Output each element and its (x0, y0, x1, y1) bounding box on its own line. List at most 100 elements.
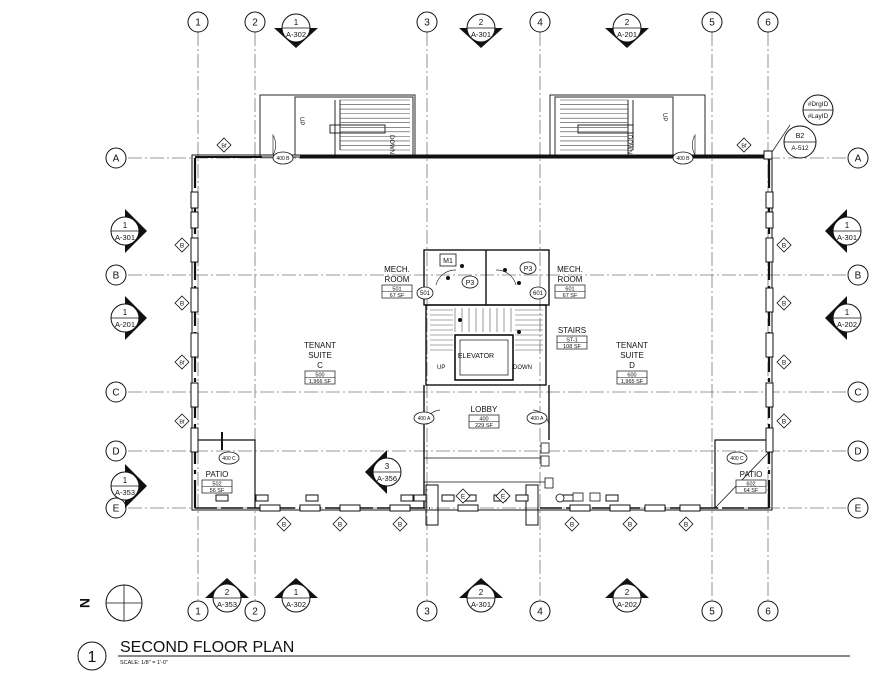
grid-bubble-1: 1 (187, 11, 209, 33)
window-tag: B (776, 413, 792, 429)
window-tag: B (776, 354, 792, 370)
window-unit (389, 504, 411, 512)
grid-bubble-E: E (105, 497, 127, 519)
window-unit (765, 382, 774, 408)
grid-bubble-6: 6 (757, 600, 779, 622)
section-sheet: A-353 (217, 600, 237, 609)
window-unit (190, 427, 199, 453)
window-tag-label: B (628, 522, 632, 529)
window-unit (190, 287, 199, 313)
window-tag-label: B (180, 301, 184, 308)
window-tag: B (776, 237, 792, 253)
section-sheet: A-302 (286, 600, 306, 609)
grid-bubble-6-label: 6 (765, 607, 771, 618)
section-marker: 1A-301 (110, 209, 147, 253)
section-sheet: A-201 (115, 320, 135, 329)
stair-treads (430, 308, 543, 351)
section-number: 1 (123, 308, 128, 317)
room-name: STAIRS (558, 326, 586, 335)
window-unit (413, 494, 427, 502)
grid-bubble-2: 2 (244, 11, 266, 33)
room-number: 400 (479, 417, 488, 423)
room-area: 67 SF (390, 293, 405, 299)
window-tag-label: B (782, 419, 786, 426)
grid-bubble-D-label: D (112, 447, 119, 458)
room-name: ROOM (558, 275, 583, 284)
window-unit (305, 494, 319, 502)
window-unit (190, 211, 199, 229)
window-tag-label: Bf (179, 420, 185, 426)
window-tag-label: B (282, 522, 286, 529)
window-unit (255, 494, 269, 502)
room-area: 67 SF (563, 293, 578, 299)
grid-bubble-4-label: 4 (537, 18, 543, 29)
window-tag: B (174, 295, 190, 311)
title-block: 1 SECOND FLOOR PLAN SCALE: 1/8" = 1'-0" (77, 639, 850, 671)
grid-bubble-D: D (847, 440, 869, 462)
window-tag: B (564, 516, 580, 532)
section-sheet: A-301 (471, 600, 491, 609)
window-unit (765, 191, 774, 209)
door-tag: 400 B (272, 151, 294, 165)
door-tag: 400 C (726, 451, 748, 465)
window-tag-label: B (684, 522, 688, 529)
title-number: 1 (88, 649, 97, 666)
stair-treads (560, 99, 628, 151)
room-name: ROOM (385, 275, 410, 284)
room-name: SUITE (308, 351, 332, 360)
window-tag: B (622, 516, 638, 532)
north-arrow: N (77, 584, 143, 622)
grid-bubble-C: C (847, 381, 869, 403)
section-number: 1 (294, 588, 299, 597)
window-unit (515, 494, 529, 502)
door-tag-label: 400 C (222, 456, 236, 462)
window-tag-label: Bf (221, 144, 227, 150)
section-sheet: A-201 (617, 30, 637, 39)
window-tag: E (495, 488, 511, 504)
equipment: M1 P3 P3 (439, 253, 601, 503)
grid-bubble-2-label: 2 (252, 607, 258, 618)
window-unit (215, 494, 229, 502)
window-unit (299, 504, 321, 512)
window-unit (765, 427, 774, 453)
section-number: 2 (479, 18, 484, 27)
scale-note: SCALE: 1/8" = 1'-0" (120, 660, 168, 666)
room-number: 500 (315, 373, 324, 379)
stair-treads (340, 99, 410, 151)
stair-box-left (259, 94, 416, 158)
grid-bubble-A-label: A (113, 154, 120, 165)
window-tag: B (174, 237, 190, 253)
window-unit (400, 494, 414, 502)
section-marker: 1A-302 (274, 13, 318, 48)
window-tag-label: B (398, 522, 402, 529)
grid-bubble-1: 1 (187, 600, 209, 622)
window-unit (190, 237, 199, 263)
window-tag: E (455, 488, 471, 504)
grid-bubble-C-label: C (112, 388, 119, 399)
section-marker: 1A-202 (825, 296, 862, 340)
grid-bubble-6-label: 6 (765, 18, 771, 29)
grid-bubble-B: B (847, 264, 869, 286)
grid-bubble-E: E (847, 497, 869, 519)
grid-bubble-4: 4 (529, 11, 551, 33)
stair-down-label: DOWN (626, 135, 632, 154)
door-tag: 400 C (218, 451, 240, 465)
window-unit (765, 287, 774, 313)
room-area: 1,965 SF (621, 379, 644, 385)
window-unit (190, 382, 199, 408)
section-number: 2 (225, 588, 230, 597)
stair-down-label: DOWN (513, 365, 532, 371)
detail-tag-sheet: A-512 (791, 145, 809, 152)
window-tag: B (392, 516, 408, 532)
section-marker: 2A-202 (605, 578, 649, 613)
section-sheet: A-301 (115, 233, 135, 242)
window-unit (190, 191, 199, 209)
window-tag: Bf (216, 137, 232, 153)
stair-up-label: UP (437, 365, 445, 371)
section-number: 1 (845, 308, 850, 317)
patio-walls (195, 432, 770, 509)
